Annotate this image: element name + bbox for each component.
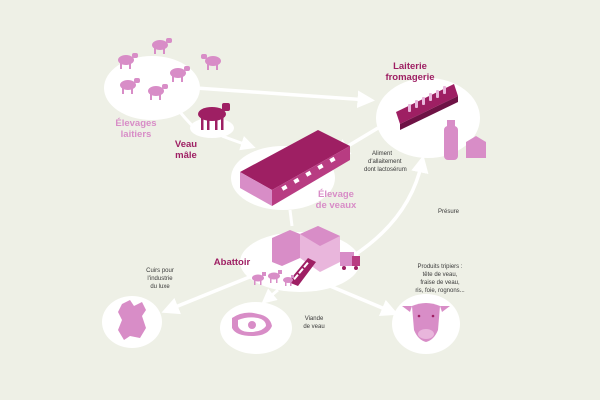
label-produits-line1: Produits tripiers : bbox=[417, 264, 462, 270]
hide-icon bbox=[118, 300, 146, 340]
arrow-elevages-to-veau bbox=[178, 111, 196, 130]
label-viande-line2: de veau bbox=[303, 324, 324, 330]
arrow-elevage-to-abattoir bbox=[288, 209, 294, 227]
label-elevage-veaux-line2: de veaux bbox=[316, 200, 357, 211]
arrow-abattoir-to-cuirs bbox=[161, 274, 253, 315]
label-elevages-line1: Élevages bbox=[115, 118, 156, 129]
ellipse-laiterie bbox=[376, 78, 480, 158]
arrow-abattoir-to-produits bbox=[329, 284, 399, 317]
label-viande-line1: Viande bbox=[305, 316, 324, 322]
label-veau-line2: mâle bbox=[175, 150, 197, 161]
label-produits-line4: ris, foie, rognons... bbox=[415, 288, 465, 294]
slaughterhouse-icon bbox=[252, 226, 360, 286]
label-laiterie-line2: fromagerie bbox=[385, 72, 434, 83]
steak-icon bbox=[232, 312, 272, 336]
label-aliment-line2: d'allaitement bbox=[368, 159, 402, 165]
label-aliment-line1: Aliment bbox=[372, 151, 392, 157]
calf-head-icon bbox=[402, 303, 450, 342]
arrow-abattoir-to-viande bbox=[261, 288, 279, 304]
sheep-flock-icon bbox=[118, 38, 221, 100]
label-laiterie-line1: Laiterie bbox=[393, 61, 427, 72]
arrow-elevages-to-laiterie bbox=[195, 86, 375, 108]
label-cuirs-line2: l'industrie bbox=[147, 276, 173, 282]
label-cuirs-line3: du luxe bbox=[150, 284, 170, 290]
label-produits-line3: fraise de veau, bbox=[420, 280, 460, 286]
label-presure: Présure bbox=[438, 209, 460, 215]
label-abattoir: Abattoir bbox=[214, 257, 251, 268]
barn-icon bbox=[240, 130, 350, 206]
arrow-veau-to-elevage bbox=[221, 134, 256, 151]
label-veau-line1: Veau bbox=[175, 139, 197, 150]
arrow-abattoir-to-laiterie bbox=[349, 155, 429, 260]
label-elevage-veaux-line1: Élevage bbox=[318, 189, 354, 200]
label-produits-line2: tête de veau, bbox=[423, 272, 458, 278]
calf-icon bbox=[198, 103, 230, 130]
label-cuirs-line1: Cuirs pour bbox=[146, 268, 174, 274]
label-aliment-line3: dont lactosérum bbox=[364, 167, 407, 173]
dairy-plant-icon bbox=[396, 84, 486, 160]
label-elevages-line2: laitiers bbox=[121, 129, 152, 140]
